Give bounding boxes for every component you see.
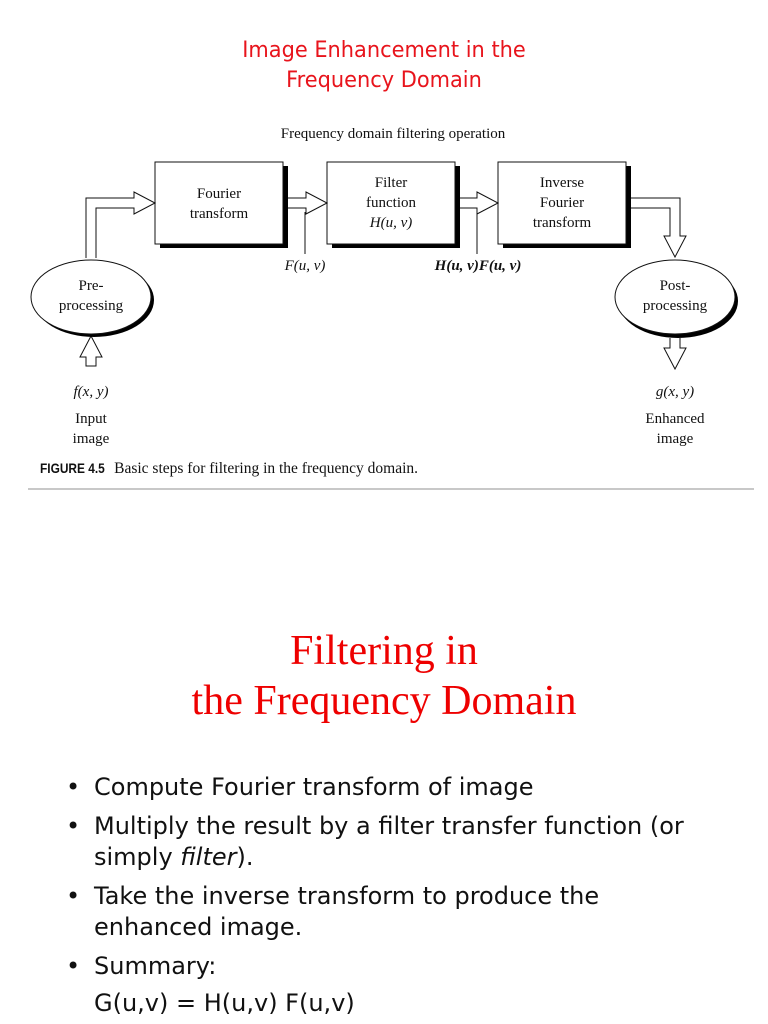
pre-line1: Pre-	[79, 278, 104, 294]
arrow-input-to-pre	[79, 334, 103, 367]
slide2-title-line2: the Frequency Domain	[191, 678, 577, 724]
signal-HF: H(u, v)F(u, v)	[434, 258, 522, 274]
inverse-box-line3: transform	[533, 215, 592, 231]
summary-formula: G(u,v) = H(u,v) F(u,v)	[94, 989, 355, 1017]
bullet-icon: •	[66, 952, 81, 980]
post-line1: Post-	[660, 278, 691, 294]
fourier-box-line1: Fourier	[197, 186, 241, 202]
bullet-item: • Take the inverse transform to produce …	[66, 881, 706, 943]
arrow-inverse-to-post	[631, 197, 687, 259]
output-label-line2: image	[657, 431, 694, 447]
bullet-text: Summary:	[94, 952, 217, 980]
bullet-text: Take the inverse transform to produce th…	[94, 882, 600, 941]
filter-box-line1: Filter	[375, 175, 408, 191]
bullet-item: • Summary:	[66, 951, 706, 982]
bullet-text-end: ).	[236, 843, 254, 871]
arrow-post-to-output	[663, 338, 687, 371]
slide2-title: Filtering in the Frequency Domain	[0, 626, 768, 726]
input-label-line2: image	[73, 431, 110, 447]
bullet-item: • Compute Fourier transform of image	[66, 772, 706, 803]
bullet-list: • Compute Fourier transform of image • M…	[66, 772, 706, 1019]
signal-F: F(u, v)	[284, 258, 326, 274]
inverse-box-line1: Inverse	[540, 175, 584, 191]
caption-divider	[28, 488, 754, 490]
slide1-title: Image Enhancement in the Frequency Domai…	[19, 36, 749, 96]
figure-caption: FIGURE 4.5 Basic steps for filtering in …	[40, 460, 418, 478]
arrow-filter-to-inverse	[460, 191, 500, 215]
bullet-icon: •	[66, 882, 81, 910]
bullet-text: Multiply the result by a filter transfer…	[94, 812, 684, 871]
arrow-fourier-to-filter	[288, 191, 329, 215]
arrow-pre-to-fourier	[85, 191, 157, 258]
output-label-line1: Enhanced	[645, 411, 705, 427]
figure-label: FIGURE 4.5	[40, 460, 105, 476]
filter-box-line3: H(u, v)	[369, 215, 412, 231]
frequency-filtering-diagram: Fourier transform Filter function H(u, v…	[30, 161, 738, 447]
filter-function-box: Filter function H(u, v)	[326, 161, 460, 248]
diagram-header: Frequency domain filtering operation	[280, 126, 506, 142]
slide2-title-line1: Filtering in	[290, 628, 478, 674]
slide1-title-line2: Frequency Domain	[286, 68, 482, 93]
inverse-box-line2: Fourier	[540, 195, 584, 211]
bullet-icon: •	[66, 773, 81, 801]
fourier-box-line2: transform	[190, 206, 249, 222]
bullet-text: Compute Fourier transform of image	[94, 773, 534, 801]
output-function: g(x, y)	[656, 384, 694, 400]
figure-caption-text: Basic steps for filtering in the frequen…	[114, 460, 419, 477]
inverse-fourier-box: Inverse Fourier transform	[497, 161, 631, 248]
input-label-line1: Input	[75, 411, 107, 427]
slide1-title-line1: Image Enhancement in the	[242, 38, 526, 63]
pre-processing-ellipse: Pre- processing	[30, 259, 154, 337]
bullet-emphasis: filter	[180, 843, 237, 871]
bullet-item: • Multiply the result by a filter transf…	[66, 811, 706, 873]
post-line2: processing	[643, 298, 708, 314]
post-processing-ellipse: Post- processing	[614, 259, 738, 338]
input-function: f(x, y)	[74, 384, 109, 400]
bullet-icon: •	[66, 812, 81, 840]
fourier-transform-box: Fourier transform	[154, 161, 288, 248]
pre-line2: processing	[59, 298, 124, 314]
filter-box-line2: function	[366, 195, 416, 211]
